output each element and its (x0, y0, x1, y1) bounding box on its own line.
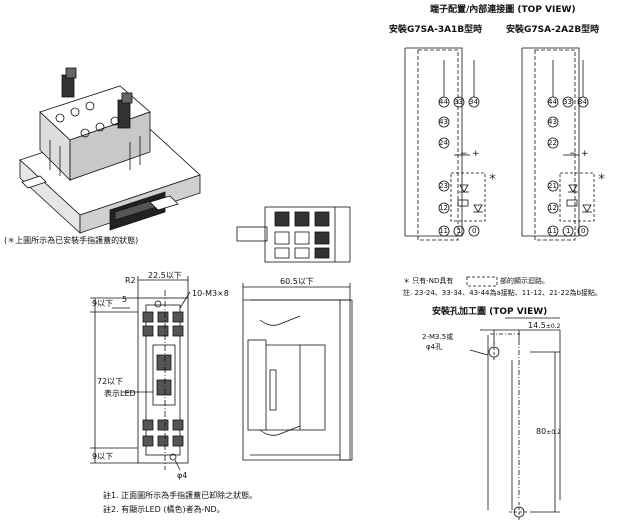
note-contacts: 註. 23-24、33-34、43-44為a接點、11-12、21-22為b接點… (403, 289, 602, 297)
front-dia: φ4 (177, 471, 188, 480)
mount-section-title: 安裝孔加工圖 (TOP VIEW) (432, 307, 548, 317)
right-terminal-label: 0 (581, 227, 586, 235)
front-r2: R2 (125, 276, 136, 285)
right-terminal-label: 11 (548, 227, 557, 235)
right-terminal-label: 22 (548, 139, 557, 147)
left-terminal-label: 33 (454, 98, 463, 106)
right-terminal-label: 33 (563, 98, 572, 106)
right-minus: − (569, 149, 577, 159)
right-terminal-label: 12 (548, 204, 557, 212)
mount-height-dim: 80±0.2 (536, 427, 561, 436)
right-terminal-label: 1 (566, 227, 571, 235)
front-height: 72以下 (97, 377, 124, 386)
left-terminal-label: 34 (469, 98, 478, 106)
front-led-label: 表示LED (104, 389, 136, 398)
footnote-1: 註1. 正面圖所示為手指護蓋已卸除之狀態。 (103, 491, 258, 500)
mounting-hole-drawing (469, 317, 561, 522)
left-terminal-label: 11 (439, 227, 448, 235)
right-diagram-header: 安裝G7SA-2A2B型時 (506, 25, 600, 35)
left-plus: + (472, 149, 480, 159)
right-terminal-label: 44 (548, 98, 557, 106)
left-terminal-label: 0 (472, 227, 477, 235)
right-terminal-label: 43 (548, 118, 557, 126)
front-dim5: 5 (122, 295, 128, 304)
left-terminal-label: 12 (439, 204, 448, 212)
left-diagram-header: 安裝G7SA-3A1B型時 (389, 25, 483, 35)
note-led-suffix: 部的顯示迴路。 (500, 277, 549, 285)
left-terminal-label: 44 (439, 98, 448, 106)
left-terminal-label: 43 (439, 118, 448, 126)
front-view (90, 276, 191, 471)
note-led-prefix: ＊ 只有-ND具有 (403, 277, 454, 285)
footnote-2: 註2. 有顯示LED (橘色)者為-ND。 (103, 505, 225, 514)
mount-hole-label-1: 2-M3.5或 (422, 333, 454, 341)
front-bottom-gap: 9以下 (92, 452, 114, 461)
side-depth: 60.5以下 (280, 277, 314, 286)
terminal-section-title: 端子配置/內部連接圖 (TOP VIEW) (430, 5, 576, 15)
left-minus: − (460, 149, 468, 159)
front-top-gap: 9以下 (92, 299, 114, 308)
side-view (242, 283, 353, 461)
right-terminal-label: 34 (578, 98, 587, 106)
front-width: 22.5以下 (148, 271, 182, 280)
terminal-diagram-left (404, 47, 486, 241)
note-dashed-box (466, 276, 498, 287)
isometric-caption: (＊上圖所示為已安裝手指護蓋的狀態) (4, 236, 139, 245)
left-terminal-label: 1 (457, 227, 462, 235)
right-asterisk: ＊ (597, 173, 607, 183)
left-asterisk: ＊ (488, 173, 498, 183)
left-terminal-label: 24 (439, 139, 448, 147)
front-screw: 10-M3×8 (192, 289, 229, 298)
right-terminal-label: 21 (548, 182, 557, 190)
left-terminal-label: 23 (439, 182, 448, 190)
top-view-small (236, 206, 351, 263)
isometric-product-view (19, 67, 201, 234)
mount-hole-label-2: φ4孔 (426, 343, 443, 351)
mount-width-dim: 14.5±0.2 (528, 321, 561, 330)
terminal-diagram-right (521, 47, 595, 241)
right-plus: + (581, 149, 589, 159)
